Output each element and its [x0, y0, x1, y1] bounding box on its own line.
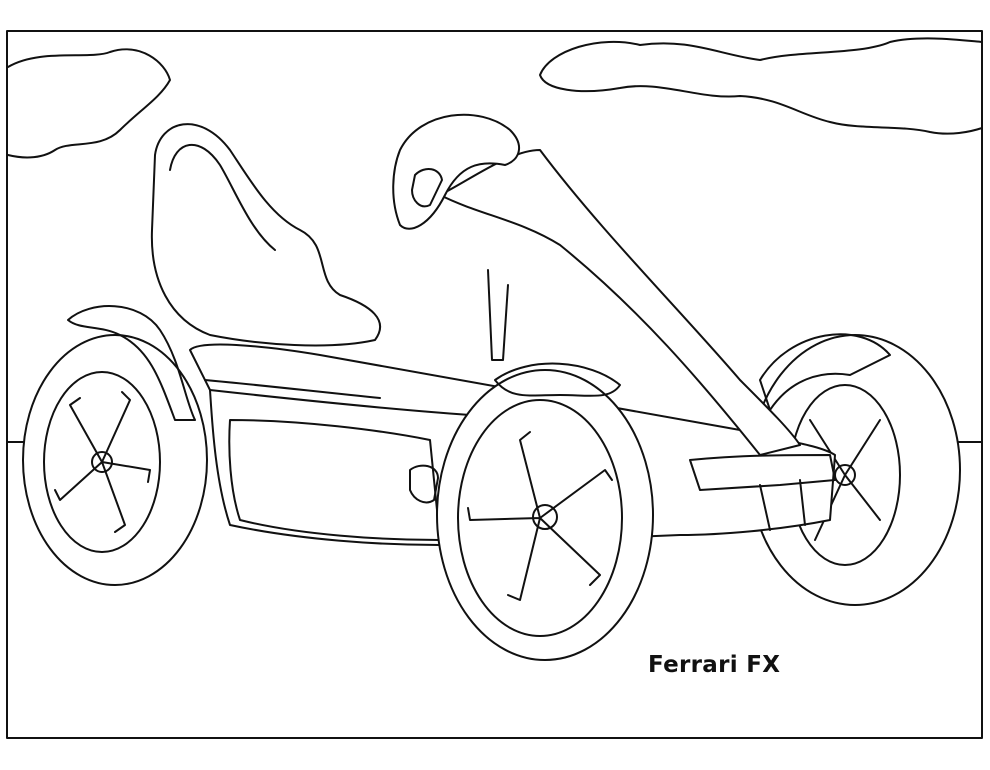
rear-left-wheel [22, 305, 208, 586]
side-pod [228, 419, 441, 541]
seat [150, 123, 381, 347]
cloud-right [539, 37, 983, 135]
cloud-left [7, 48, 171, 159]
page-border [6, 30, 983, 739]
front-left-wheel [436, 362, 654, 661]
front-bumper [689, 454, 836, 531]
steering-column [439, 149, 801, 456]
steering-wheel [392, 113, 520, 230]
kart-caption: Ferrari FX [648, 652, 781, 678]
ferrari-badge [409, 464, 439, 504]
